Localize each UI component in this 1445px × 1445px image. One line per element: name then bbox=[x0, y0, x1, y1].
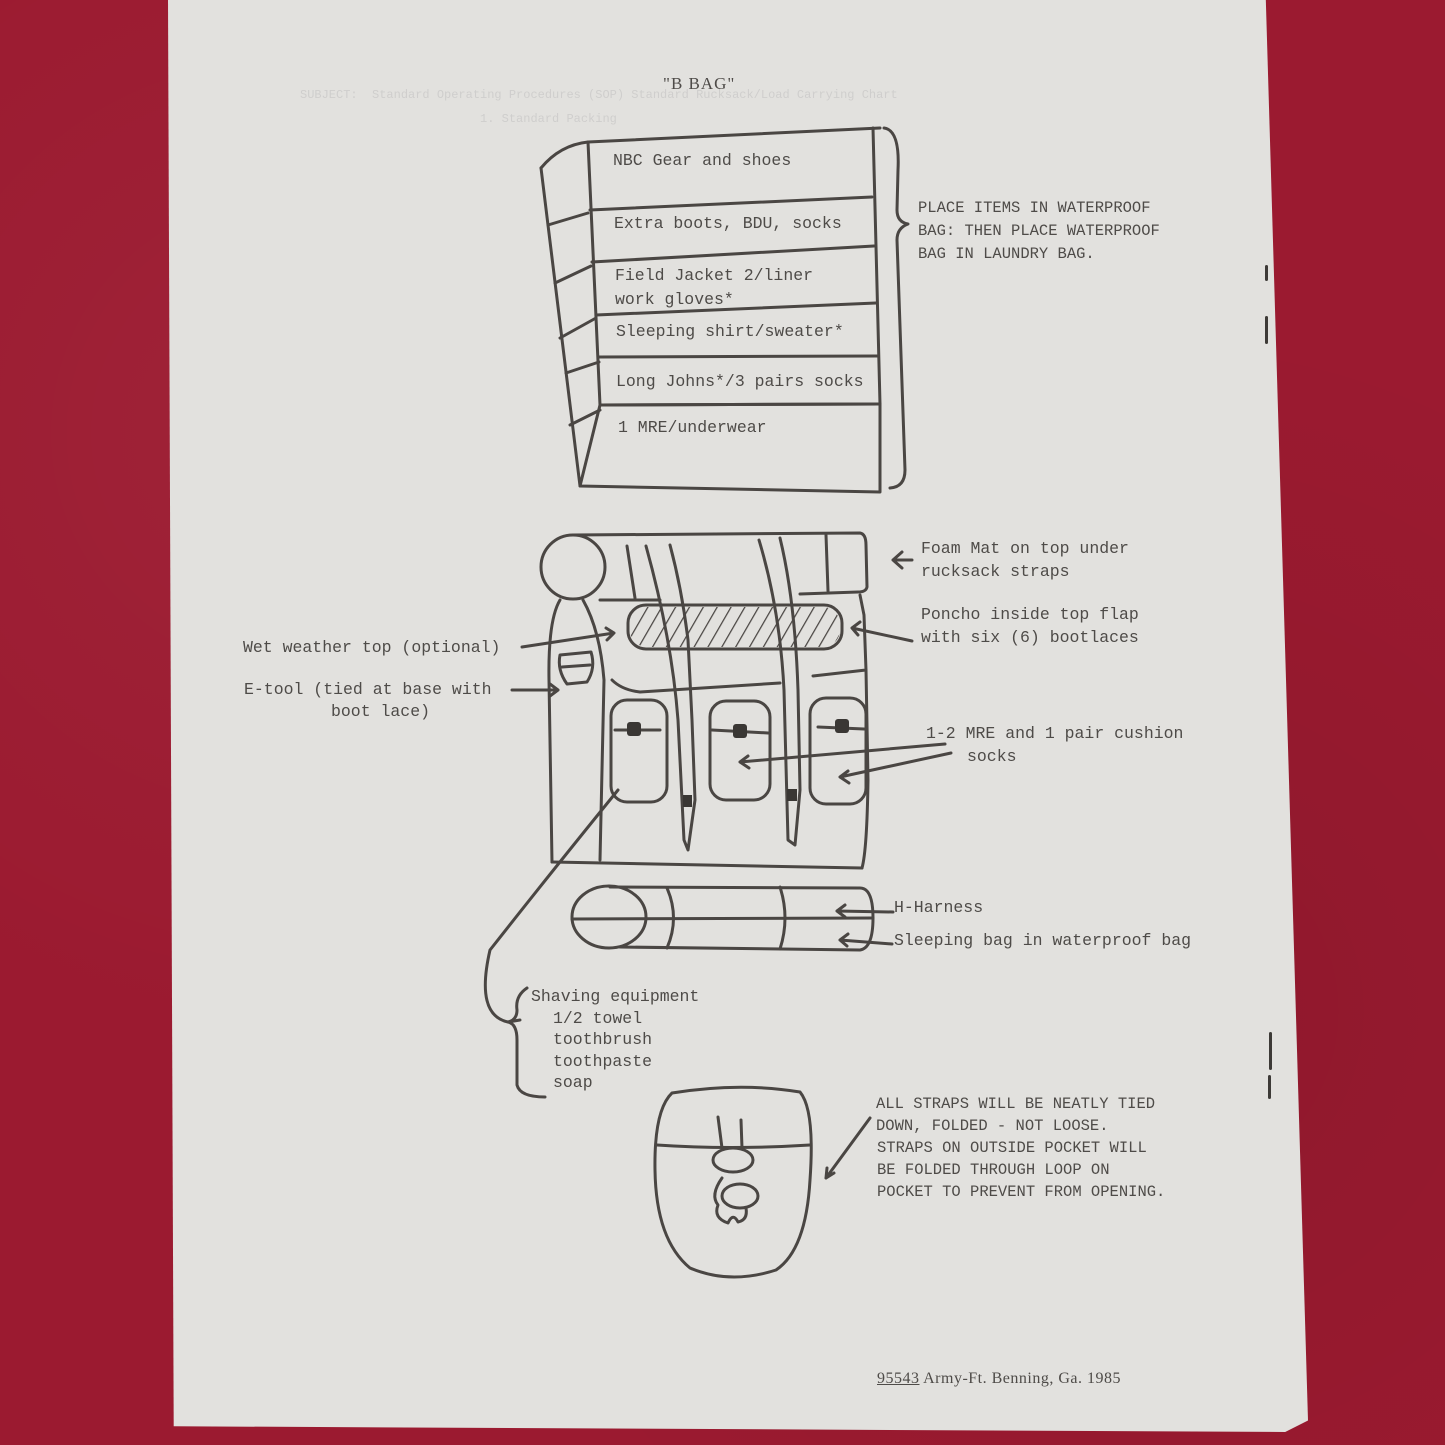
layer-field-jacket: Field Jacket 2/liner bbox=[615, 266, 814, 285]
footer: 95543 Army-Ft. Benning, Ga. 1985 bbox=[877, 1368, 1121, 1390]
shaving-kit-item: toothpaste bbox=[553, 1052, 653, 1071]
label-poncho: Poncho inside top flap bbox=[921, 605, 1139, 624]
straps-note-line: STRAPS ON OUTSIDE POCKET WILL bbox=[877, 1139, 1147, 1157]
label-foam-mat: Foam Mat on top under bbox=[921, 539, 1129, 558]
staple-mark bbox=[1269, 1032, 1272, 1070]
straps-note-line: BE FOLDED THROUGH LOOP ON bbox=[877, 1161, 1110, 1179]
layer-extra-boots: Extra boots, BDU, socks bbox=[614, 214, 842, 233]
label-wet-weather-top: Wet weather top (optional) bbox=[243, 638, 501, 657]
shaving-kit-item: toothbrush bbox=[553, 1030, 653, 1049]
straps-note-line: ALL STRAPS WILL BE NEATLY TIED bbox=[876, 1095, 1156, 1113]
shaving-kit-item: Shaving equipment bbox=[531, 987, 700, 1006]
layer-mre-underwear: 1 MRE/underwear bbox=[618, 418, 767, 437]
label-etool-2: boot lace) bbox=[331, 702, 431, 721]
staple-mark bbox=[1265, 316, 1268, 344]
b-bag-note-line: PLACE ITEMS IN WATERPROOF bbox=[918, 199, 1151, 217]
form-number: 95543 bbox=[877, 1370, 920, 1387]
label-etool: E-tool (tied at base with bbox=[244, 680, 492, 699]
layer-work-gloves: work gloves* bbox=[615, 290, 734, 309]
label-h-harness: H-Harness bbox=[894, 898, 984, 917]
staple-mark bbox=[1265, 265, 1268, 281]
b-bag-note-line: BAG: THEN PLACE WATERPROOF bbox=[918, 222, 1160, 240]
label-sleeping-bag: Sleeping bag in waterproof bag bbox=[894, 931, 1192, 950]
bleed-through-text: SUBJECT: Standard Operating Procedures (… bbox=[300, 88, 898, 102]
shaving-kit-item: soap bbox=[553, 1073, 593, 1092]
footer-text: Army-Ft. Benning, Ga. 1985 bbox=[919, 1370, 1121, 1387]
b-bag-note-line: BAG IN LAUNDRY BAG. bbox=[918, 245, 1095, 263]
label-mre-socks-2: socks bbox=[967, 747, 1017, 766]
staple-mark bbox=[1268, 1075, 1271, 1099]
label-poncho-2: with six (6) bootlaces bbox=[921, 628, 1139, 647]
label-foam-mat-2: rucksack straps bbox=[921, 562, 1070, 581]
straps-note-line: DOWN, FOLDED - NOT LOOSE. bbox=[876, 1117, 1109, 1135]
page-title: "B BAG" bbox=[663, 74, 736, 93]
layer-long-johns: Long Johns*/3 pairs socks bbox=[616, 372, 864, 391]
layer-nbc-gear: NBC Gear and shoes bbox=[613, 151, 792, 170]
bleed-through-text: 1. Standard Packing bbox=[300, 112, 617, 126]
layer-sleeping-shirt: Sleeping shirt/sweater* bbox=[616, 322, 844, 341]
straps-note-line: POCKET TO PREVENT FROM OPENING. bbox=[877, 1183, 1166, 1201]
label-mre-socks: 1-2 MRE and 1 pair cushion bbox=[926, 724, 1184, 743]
shaving-kit-item: 1/2 towel bbox=[553, 1009, 643, 1028]
